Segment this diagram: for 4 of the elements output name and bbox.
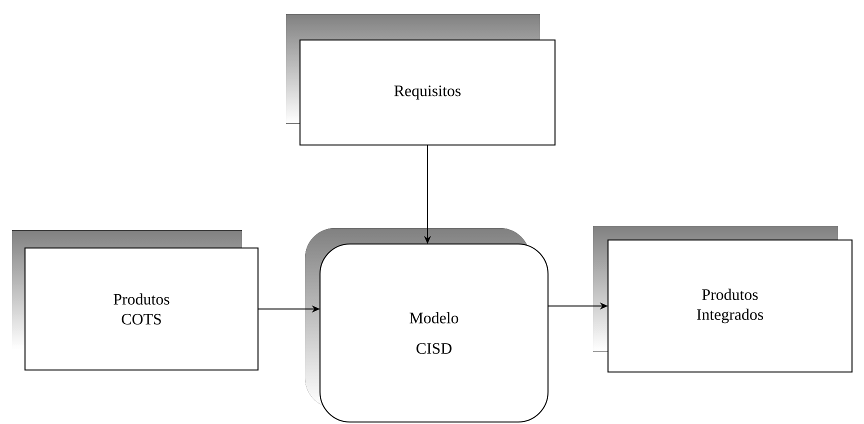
process-box: Produtos COTS — [24, 247, 259, 371]
rounded-box: Modelo CISD — [319, 243, 549, 423]
process-box: Requisitos — [299, 39, 556, 146]
process-box: Produtos Integrados — [607, 239, 853, 373]
